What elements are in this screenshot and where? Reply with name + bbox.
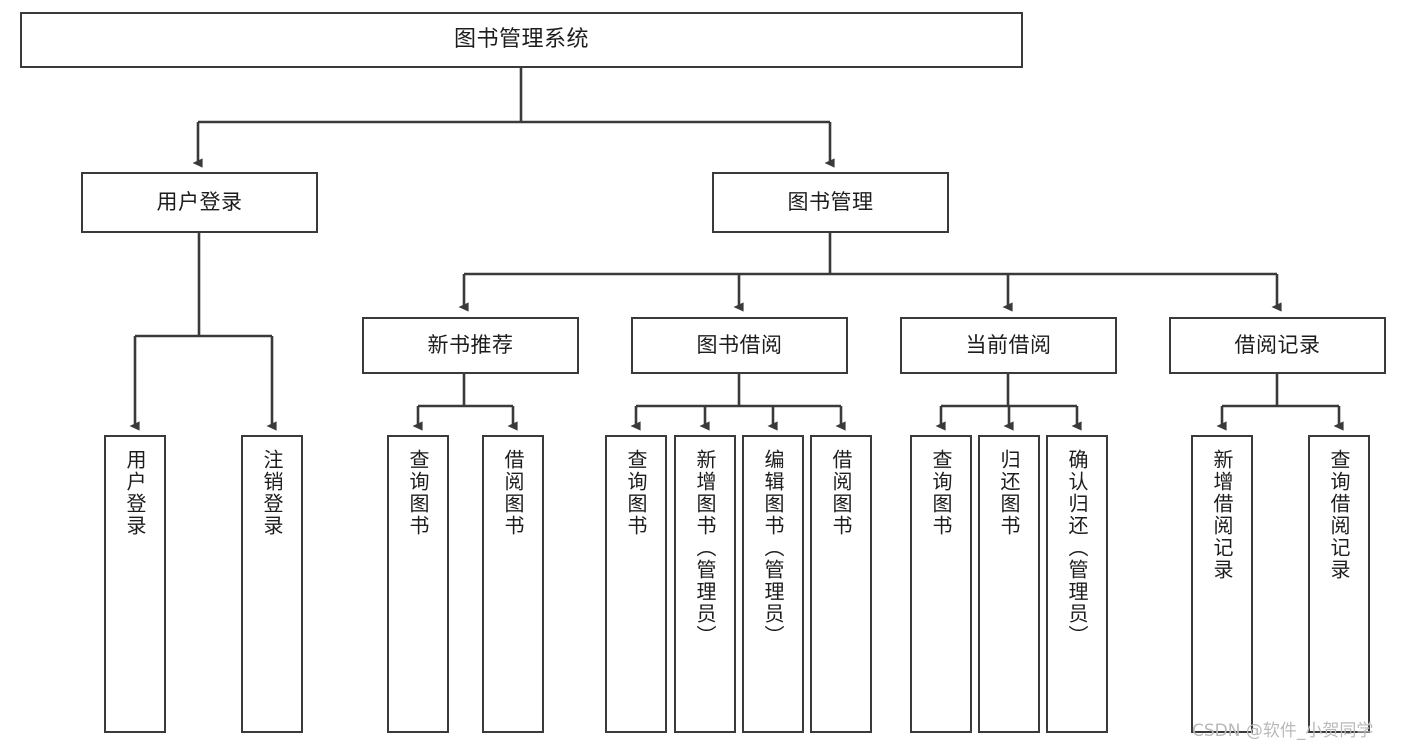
node-book-manage-label: 图书管理 <box>787 190 874 215</box>
node-current-borrow[interactable]: 当前借阅 <box>900 317 1117 374</box>
node-leaf-user-login-label: 用户登录 <box>123 449 147 537</box>
node-borrow-record[interactable]: 借阅记录 <box>1169 317 1386 374</box>
node-leaf-logout-login[interactable]: 注销登录 <box>241 435 303 733</box>
node-leaf-confirm-return-label: 确认归还（管理员） <box>1065 449 1089 647</box>
node-user-login-label: 用户登录 <box>156 190 243 215</box>
node-leaf-edit-book[interactable]: 编辑图书（管理员） <box>742 435 804 733</box>
node-borrow-record-label: 借阅记录 <box>1234 333 1321 358</box>
node-current-borrow-label: 当前借阅 <box>965 333 1052 358</box>
node-root[interactable]: 图书管理系统 <box>20 12 1023 68</box>
node-leaf-confirm-return[interactable]: 确认归还（管理员） <box>1046 435 1108 733</box>
node-leaf-add-book[interactable]: 新增图书（管理员） <box>674 435 736 733</box>
node-leaf-edit-book-label: 编辑图书（管理员） <box>761 449 785 647</box>
node-new-book-recommend[interactable]: 新书推荐 <box>362 317 579 374</box>
node-leaf-query-book-2-label: 查询图书 <box>624 449 648 537</box>
node-leaf-add-record[interactable]: 新增借阅记录 <box>1191 435 1253 733</box>
node-leaf-return-book[interactable]: 归还图书 <box>978 435 1040 733</box>
node-leaf-query-book-2[interactable]: 查询图书 <box>605 435 667 733</box>
node-leaf-query-book-3[interactable]: 查询图书 <box>910 435 972 733</box>
node-leaf-borrow-book-2-label: 借阅图书 <box>829 449 853 537</box>
node-book-borrow[interactable]: 图书借阅 <box>631 317 848 374</box>
node-leaf-borrow-book-1[interactable]: 借阅图书 <box>482 435 544 733</box>
node-leaf-logout-login-label: 注销登录 <box>260 449 284 537</box>
node-leaf-add-record-label: 新增借阅记录 <box>1210 449 1234 581</box>
node-leaf-add-book-label: 新增图书（管理员） <box>693 449 717 647</box>
node-leaf-query-record-label: 查询借阅记录 <box>1327 449 1351 581</box>
node-leaf-borrow-book-1-label: 借阅图书 <box>501 449 525 537</box>
node-leaf-query-book-3-label: 查询图书 <box>929 449 953 537</box>
node-leaf-query-book-1[interactable]: 查询图书 <box>387 435 449 733</box>
node-book-manage[interactable]: 图书管理 <box>712 172 949 233</box>
node-book-borrow-label: 图书借阅 <box>696 333 783 358</box>
csdn-watermark: CSDN @软件_小贺同学 <box>1192 721 1374 741</box>
node-leaf-borrow-book-2[interactable]: 借阅图书 <box>810 435 872 733</box>
node-leaf-query-record[interactable]: 查询借阅记录 <box>1308 435 1370 733</box>
node-new-book-recommend-label: 新书推荐 <box>427 333 514 358</box>
node-leaf-user-login[interactable]: 用户登录 <box>104 435 166 733</box>
node-root-label: 图书管理系统 <box>453 27 589 53</box>
node-leaf-query-book-1-label: 查询图书 <box>406 449 430 537</box>
node-user-login[interactable]: 用户登录 <box>81 172 318 233</box>
node-leaf-return-book-label: 归还图书 <box>997 449 1021 537</box>
